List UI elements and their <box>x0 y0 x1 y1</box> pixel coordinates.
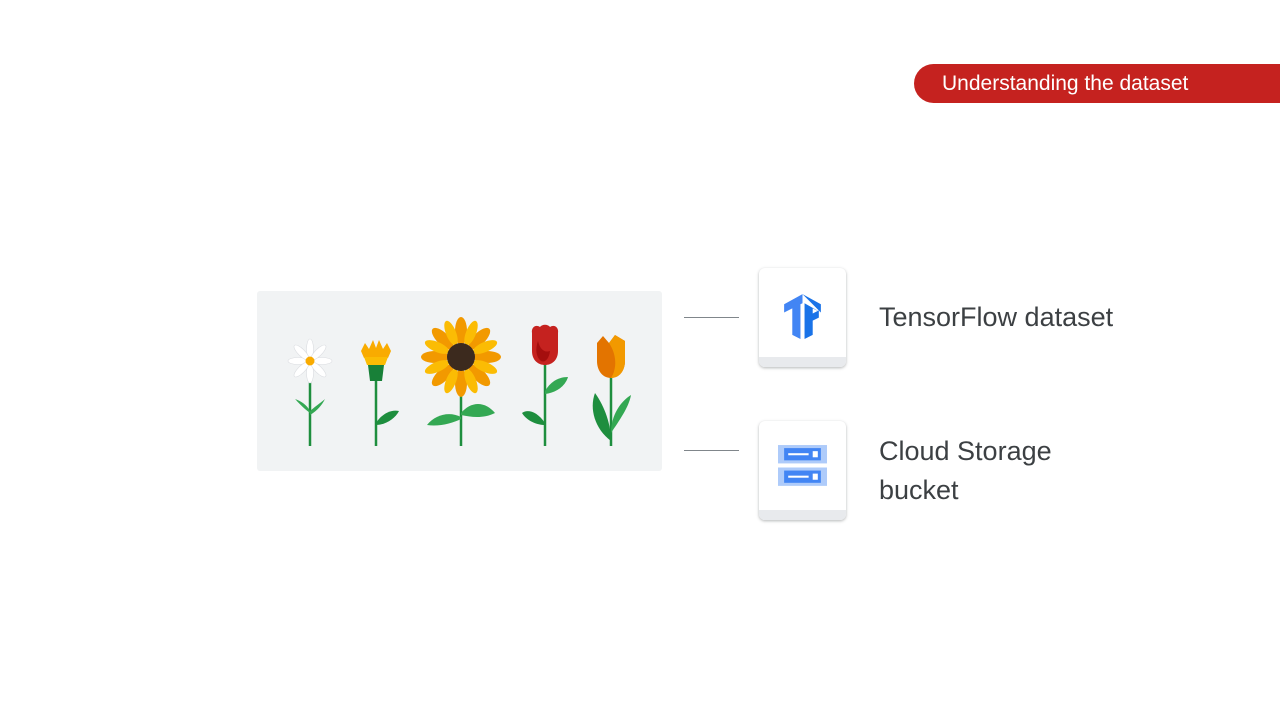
cloud-storage-label-line1: Cloud Storage <box>879 436 1052 466</box>
tensorflow-dataset-label: TensorFlow dataset <box>879 302 1114 332</box>
tensorflow-card <box>759 268 846 367</box>
tensorflow-card-base <box>759 357 846 367</box>
tensorflow-icon <box>784 294 821 339</box>
rose-flower <box>522 324 568 446</box>
flowers-image-panel <box>257 291 662 471</box>
tulip-flower <box>592 335 631 446</box>
cloud-storage-label-line2: bucket <box>879 475 959 505</box>
connector-line-tensorflow <box>684 317 739 318</box>
connector-line-cloud-storage <box>684 450 739 451</box>
cloud-storage-card <box>759 421 846 520</box>
sunflower-flower <box>421 317 501 446</box>
cloud-storage-icon <box>778 445 827 486</box>
flowers-illustration <box>287 317 631 446</box>
dandelion-flower <box>361 340 399 446</box>
section-title-badge: Understanding the dataset <box>914 64 1280 103</box>
daisy-flower <box>287 338 333 446</box>
cloud-storage-card-base <box>759 510 846 520</box>
section-title: Understanding the dataset <box>942 72 1189 95</box>
